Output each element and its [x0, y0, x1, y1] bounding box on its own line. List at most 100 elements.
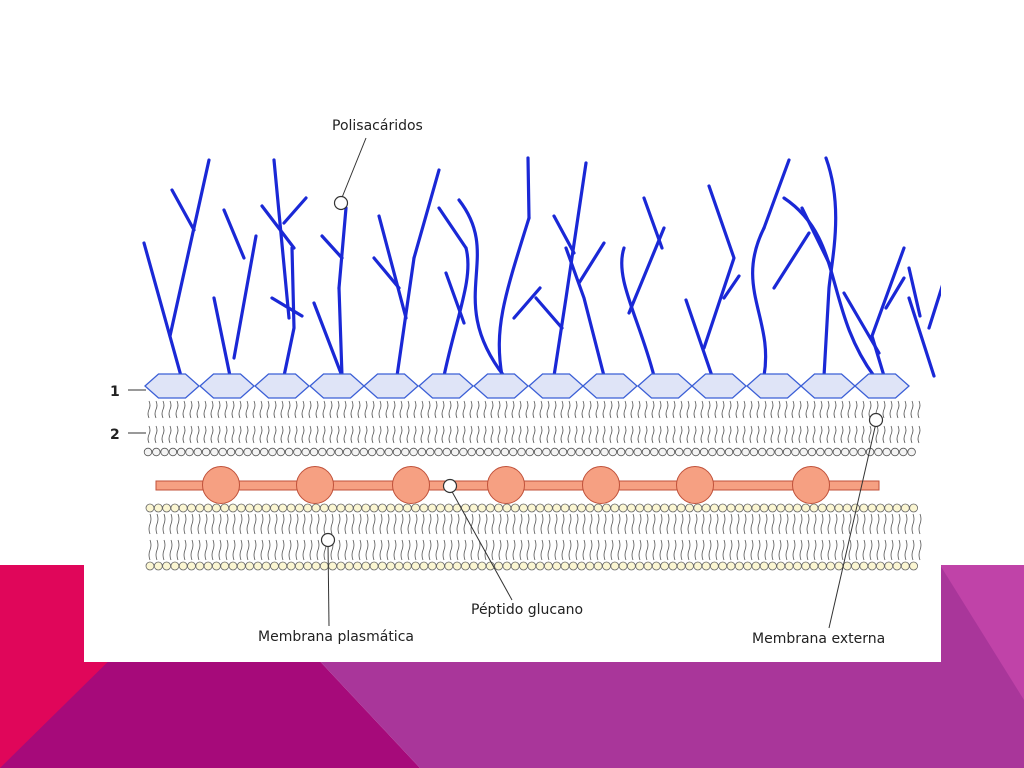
lipid-tail [504, 400, 508, 419]
lipid-head-plasma-top [660, 503, 669, 513]
lipid-tail [169, 513, 173, 535]
lipid-tail [224, 400, 228, 419]
lipid-head-plasma-bottom [477, 561, 487, 571]
lipid-head-plasma-bottom [668, 561, 678, 571]
lipid-head-plasma-bottom [552, 561, 562, 571]
lipid-head-plasma-top [610, 503, 620, 513]
lipid-tail [645, 513, 649, 535]
lipid-head-plasma-bottom [311, 561, 321, 571]
lipid-tail [798, 400, 802, 419]
lipid-head-plasma-bottom [170, 561, 180, 571]
lipid-head-plasma-top [394, 503, 404, 513]
lipid-tail [484, 539, 488, 561]
lipid-tail [581, 400, 585, 419]
lipid-tail [911, 539, 915, 561]
lipid-head-outer [450, 447, 460, 457]
lipid-tail [756, 425, 760, 444]
lipid-tail [183, 539, 187, 561]
lipid-tail [427, 425, 431, 444]
lipid-tail [763, 400, 767, 419]
lipid-tail [161, 400, 165, 419]
lipid-tail [882, 400, 886, 419]
lipid-tail [610, 513, 614, 535]
lipid-head-plasma-top [336, 503, 346, 513]
peptidoglycan-unit-0 [202, 466, 240, 504]
lipid-head-plasma-top [510, 503, 520, 513]
lipid-tail [189, 425, 193, 444]
lps-core-hexagon-5 [418, 373, 474, 399]
lipid-tail [232, 539, 236, 561]
lipid-head-outer [351, 447, 360, 457]
lipid-head-plasma-bottom [635, 561, 645, 571]
lipid-head-outer [401, 447, 410, 457]
lipid-tail [287, 400, 291, 419]
lipid-head-plasma-bottom [618, 561, 628, 571]
label-polysaccharides: Polisacáridos [332, 118, 423, 134]
lipid-tail [498, 513, 502, 535]
lipid-tail [862, 539, 866, 561]
lipid-head-plasma-top [162, 503, 171, 513]
lipid-head-plasma-top [469, 503, 479, 513]
lipid-tail [722, 513, 726, 535]
lipid-tail [609, 400, 613, 419]
lipid-tail [295, 539, 299, 561]
label-layer-2: 2 [110, 427, 120, 443]
lipid-tail [490, 400, 494, 419]
lipid-tail [875, 425, 879, 444]
lipid-tail [309, 539, 313, 561]
lipid-tail [504, 425, 508, 444]
lipid-head-outer [284, 447, 294, 457]
lipid-tail [413, 400, 417, 419]
lipid-head-plasma-top [884, 503, 894, 513]
lipid-head-plasma-bottom [328, 561, 338, 571]
lipid-head-plasma-top [577, 503, 587, 513]
lipid-tail [918, 513, 922, 535]
lipid-tail [301, 425, 305, 444]
lipid-tail [896, 425, 900, 444]
lipid-tail [470, 539, 474, 561]
lipid-tail [736, 539, 740, 561]
lipid-tail [602, 400, 606, 419]
lipid-tail [722, 539, 726, 561]
polysaccharide-chain-17 [372, 256, 401, 290]
lipid-tail [357, 400, 361, 419]
lipid-tail [784, 425, 788, 444]
lipid-tail [329, 400, 333, 419]
peptidoglycan-layer [155, 466, 880, 504]
lipid-head-plasma-bottom [726, 561, 736, 571]
lipid-head-plasma-top [685, 503, 694, 513]
lipid-tail [483, 400, 487, 419]
label-marker-0 [333, 195, 349, 211]
lipid-tail [287, 425, 291, 444]
lipid-tail [518, 425, 522, 444]
lipid-head-outer [724, 447, 734, 457]
lipid-tail [435, 513, 439, 535]
lipid-tail [749, 425, 753, 444]
lipid-tail [182, 425, 186, 444]
lipid-head-outer [517, 447, 526, 457]
lipid-tail [154, 400, 158, 419]
lipid-tail [260, 513, 264, 535]
lipid-tail [764, 513, 768, 535]
lipid-tail [210, 425, 214, 444]
lipid-tail [414, 539, 418, 561]
lipid-tail [175, 400, 179, 419]
lipid-head-plasma-bottom [543, 561, 553, 571]
lipid-tail [484, 513, 488, 535]
lipid-head-plasma-bottom [809, 561, 819, 571]
lipid-head-plasma-bottom [693, 561, 703, 571]
lipid-tail [253, 539, 257, 561]
lipid-head-plasma-top [502, 503, 512, 513]
lipid-tail [890, 539, 894, 561]
lipid-tail [687, 539, 691, 561]
lipid-head-outer [201, 447, 211, 457]
lipid-tail [211, 513, 215, 535]
lipid-tail [547, 513, 551, 535]
lipid-head-outer [616, 447, 626, 457]
lipid-tail [231, 425, 235, 444]
lipid-tail [826, 400, 830, 419]
lipid-head-outer [301, 447, 310, 457]
lipid-head-outer [442, 447, 451, 457]
lipid-head-plasma-top [203, 503, 213, 513]
lipid-head-plasma-bottom [660, 561, 669, 571]
